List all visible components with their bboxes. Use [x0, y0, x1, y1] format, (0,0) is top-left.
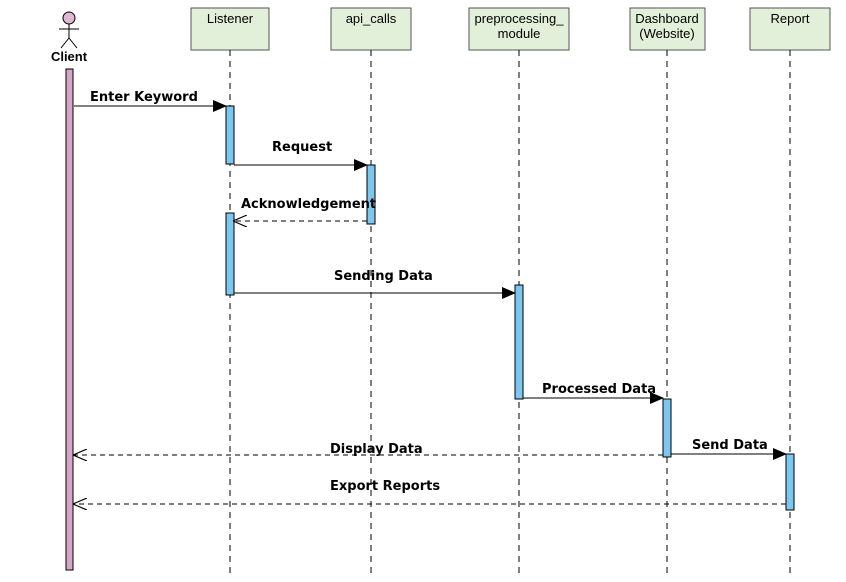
participant-label-line2: module — [498, 26, 541, 41]
participant-label: Report — [770, 11, 809, 26]
participant-report: Report — [749, 7, 831, 51]
actor-head — [62, 11, 76, 25]
message-display-data: Display Data — [74, 442, 663, 457]
actor-label: Client — [51, 49, 88, 64]
participant-api-calls: api_calls — [330, 7, 412, 51]
message-label: Export Reports — [330, 479, 440, 494]
activation-listener-1 — [225, 105, 235, 165]
activation-dashboard — [662, 398, 672, 458]
message-enter-keyword: Enter Keyword — [74, 90, 227, 112]
activation-api-calls — [366, 164, 376, 225]
lifelines — [229, 50, 791, 575]
message-label: Processed Data — [542, 382, 656, 397]
participant-label: api_calls — [346, 11, 397, 26]
participant-dashboard: Dashboard (Website) — [629, 7, 706, 51]
message-label: Display Data — [330, 442, 423, 457]
activation-client — [65, 68, 74, 571]
activation-report — [785, 453, 795, 511]
message-request: Request — [234, 140, 368, 171]
message-label: Enter Keyword — [90, 90, 198, 105]
participant-listener: Listener — [190, 7, 270, 51]
actor-client: Client — [51, 11, 88, 64]
participant-label: Dashboard — [635, 11, 699, 26]
message-send-data: Send Data — [671, 438, 787, 460]
activation-listener-2 — [225, 212, 235, 296]
message-processed-data: Processed Data — [523, 382, 664, 404]
participant-label: Listener — [207, 11, 254, 26]
message-label: Send Data — [692, 438, 768, 453]
message-label: Request — [272, 140, 332, 155]
message-acknowledgement: Acknowledgement — [234, 197, 376, 221]
participant-label: preprocessing_ — [475, 11, 565, 26]
participant-label-line2: (Website) — [639, 26, 694, 41]
participant-preprocessing-module: preprocessing_ module — [468, 7, 570, 51]
message-export-reports: Export Reports — [74, 479, 786, 504]
message-label: Acknowledgement — [241, 197, 376, 212]
activation-preprocessing-module — [514, 284, 524, 400]
message-sending-data: Sending Data — [234, 269, 516, 299]
message-label: Sending Data — [334, 269, 433, 284]
